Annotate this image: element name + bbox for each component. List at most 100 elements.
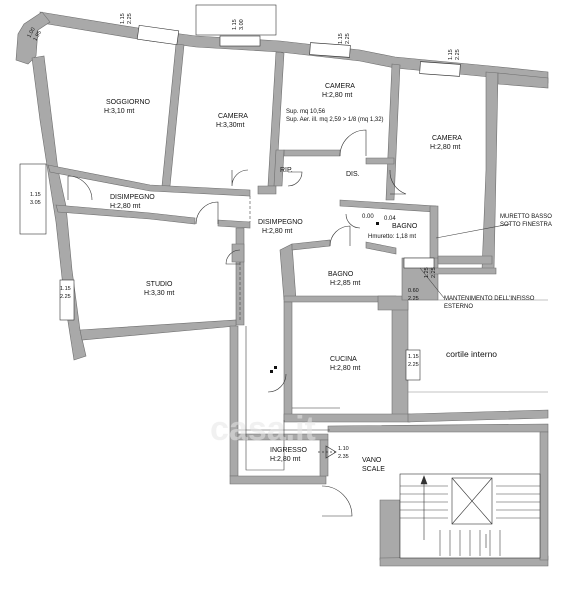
dim-10a: 1.10 — [338, 446, 349, 452]
wall-rip — [273, 149, 285, 187]
dim-6a: 1.15 — [30, 192, 41, 198]
wall-bagno1-top — [339, 199, 437, 213]
wall-ingresso-right — [319, 439, 329, 477]
level-b: 0.04 — [384, 216, 396, 222]
entrance-arrow-icon — [316, 445, 337, 459]
door-bagno2 — [329, 225, 351, 247]
door-bagno1 — [345, 213, 361, 229]
door-disimp — [195, 201, 219, 225]
dim-11b: 2.25 — [431, 267, 437, 278]
wall-cam2-cam3 — [385, 63, 401, 201]
dim-4b: 2.25 — [345, 33, 351, 44]
wall-bagno-sep — [365, 241, 397, 255]
room-labels: SOGGIORNO H:3,10 mt CAMERA H:3,30mt CAME… — [104, 83, 552, 473]
wall-cam1-bottom — [257, 185, 277, 195]
dim-7b: 2.25 — [60, 294, 71, 300]
window-cucina — [405, 349, 421, 381]
surface-line1: Sup. mq 10,56 — [286, 109, 326, 115]
wall-cucina-right — [391, 301, 409, 419]
dim-2a: 1.15 — [120, 13, 126, 24]
dis-name: DIS. — [346, 171, 360, 178]
partitions — [238, 196, 548, 471]
bagno2-height: H:2,85 mt — [330, 280, 360, 287]
vano-line1: VANO — [362, 457, 382, 464]
dim-11a: 1.25 — [424, 267, 430, 278]
wall-disimp-right — [217, 219, 251, 229]
dim-10b: 2.35 — [338, 454, 349, 460]
dim-1a: 1.00 — [26, 27, 36, 39]
wall-cucina-left — [283, 301, 293, 421]
window-camera1-sill — [219, 35, 261, 47]
infisso-line2: ESTERNO — [444, 304, 473, 310]
stairs — [399, 473, 541, 559]
window-bagno1 — [403, 257, 435, 269]
dimension-labels: 1.00 1.95 1.15 2.25 1.15 3.00 1.15 2.25 … — [26, 13, 461, 460]
dim-7a: 1.15 — [60, 286, 71, 292]
socket-mark — [270, 370, 273, 373]
window-soggiorno — [136, 24, 180, 46]
door-cam1 — [231, 169, 249, 187]
wall-studio-bump — [231, 243, 245, 263]
window-camera2 — [309, 42, 351, 58]
wall-court-top — [437, 255, 493, 265]
leader-infisso — [419, 267, 445, 299]
door-cam2 — [339, 129, 367, 157]
dim-1b: 1.95 — [33, 30, 43, 42]
wall-bagno2-left — [279, 243, 297, 301]
surface-line2: Sup. Aer. ill. mq 2,59 > 1/8 (mq 1,32) — [286, 117, 384, 123]
line-corridor — [245, 326, 285, 471]
wall-studio-top — [55, 204, 196, 225]
dim-3a: 1.15 — [232, 19, 238, 30]
studio-height: H:3,30 mt — [144, 290, 174, 297]
bagno1-name: BAGNO — [392, 223, 418, 230]
fixture-marks — [270, 222, 379, 373]
level-a: 0.00 — [362, 214, 374, 220]
window-studio — [59, 279, 75, 321]
disimpegno1-height: H:2,80 mt — [110, 203, 140, 210]
wall-ingresso-bottom — [229, 475, 327, 485]
wall-cam2-bottom — [283, 149, 341, 157]
door-cam3 — [389, 169, 407, 195]
wall-bagno2-top — [291, 239, 331, 251]
muretto-line2: SOTTO FINESTRA — [500, 222, 552, 228]
disimpegno1-name: DISIMPEGNO — [110, 194, 155, 201]
wall-vano-right — [539, 431, 549, 561]
stair-core — [451, 477, 493, 525]
dim-9b: 2.25 — [408, 362, 419, 368]
cortile-label: cortile interno — [446, 349, 497, 359]
bagno2-name: BAGNO — [328, 271, 354, 278]
wall-studio-right — [235, 227, 245, 326]
cucina-name: CUCINA — [330, 356, 357, 363]
wall-studio-bottom — [79, 319, 237, 341]
drain-mark — [376, 222, 379, 225]
wall-cam2-bottom-b — [365, 157, 395, 165]
camera2-height: H:2,80 mt — [322, 92, 352, 99]
disimpegno2-height: H:2,80 mt — [262, 228, 292, 235]
wall-bay — [15, 11, 51, 65]
door-cucina — [267, 373, 287, 393]
dim-4a: 1.15 — [338, 33, 344, 44]
soggiorno-name: SOGGIORNO — [106, 99, 151, 106]
door-ingresso — [321, 485, 353, 517]
dim-8a: 0.60 — [408, 288, 419, 294]
dim-3b: 3.00 — [239, 19, 245, 30]
dim-5b: 2.25 — [455, 49, 461, 60]
stair-steps — [400, 485, 540, 556]
wall-sogg-bottom — [47, 164, 251, 197]
doors — [67, 129, 407, 517]
wall-corridor-left — [229, 325, 239, 477]
dim-2b: 2.25 — [127, 13, 133, 24]
dim-5a: 1.15 — [448, 49, 454, 60]
muretto-line1: MURETTO BASSO — [500, 214, 552, 220]
studio-name: STUDIO — [146, 281, 173, 288]
ingresso-name: INGRESSO — [270, 447, 308, 454]
camera1-height: H:3,30mt — [216, 122, 244, 129]
wall-cucina-notch — [377, 295, 409, 311]
wall-vano-left — [379, 499, 401, 561]
ingresso-height: H:2,80 mt — [270, 456, 300, 463]
wall-top — [39, 11, 549, 84]
bagno1-height: Hmuretto: 1,18 mt — [368, 234, 416, 240]
wall-right — [481, 71, 499, 271]
camera1-name: CAMERA — [218, 113, 248, 120]
